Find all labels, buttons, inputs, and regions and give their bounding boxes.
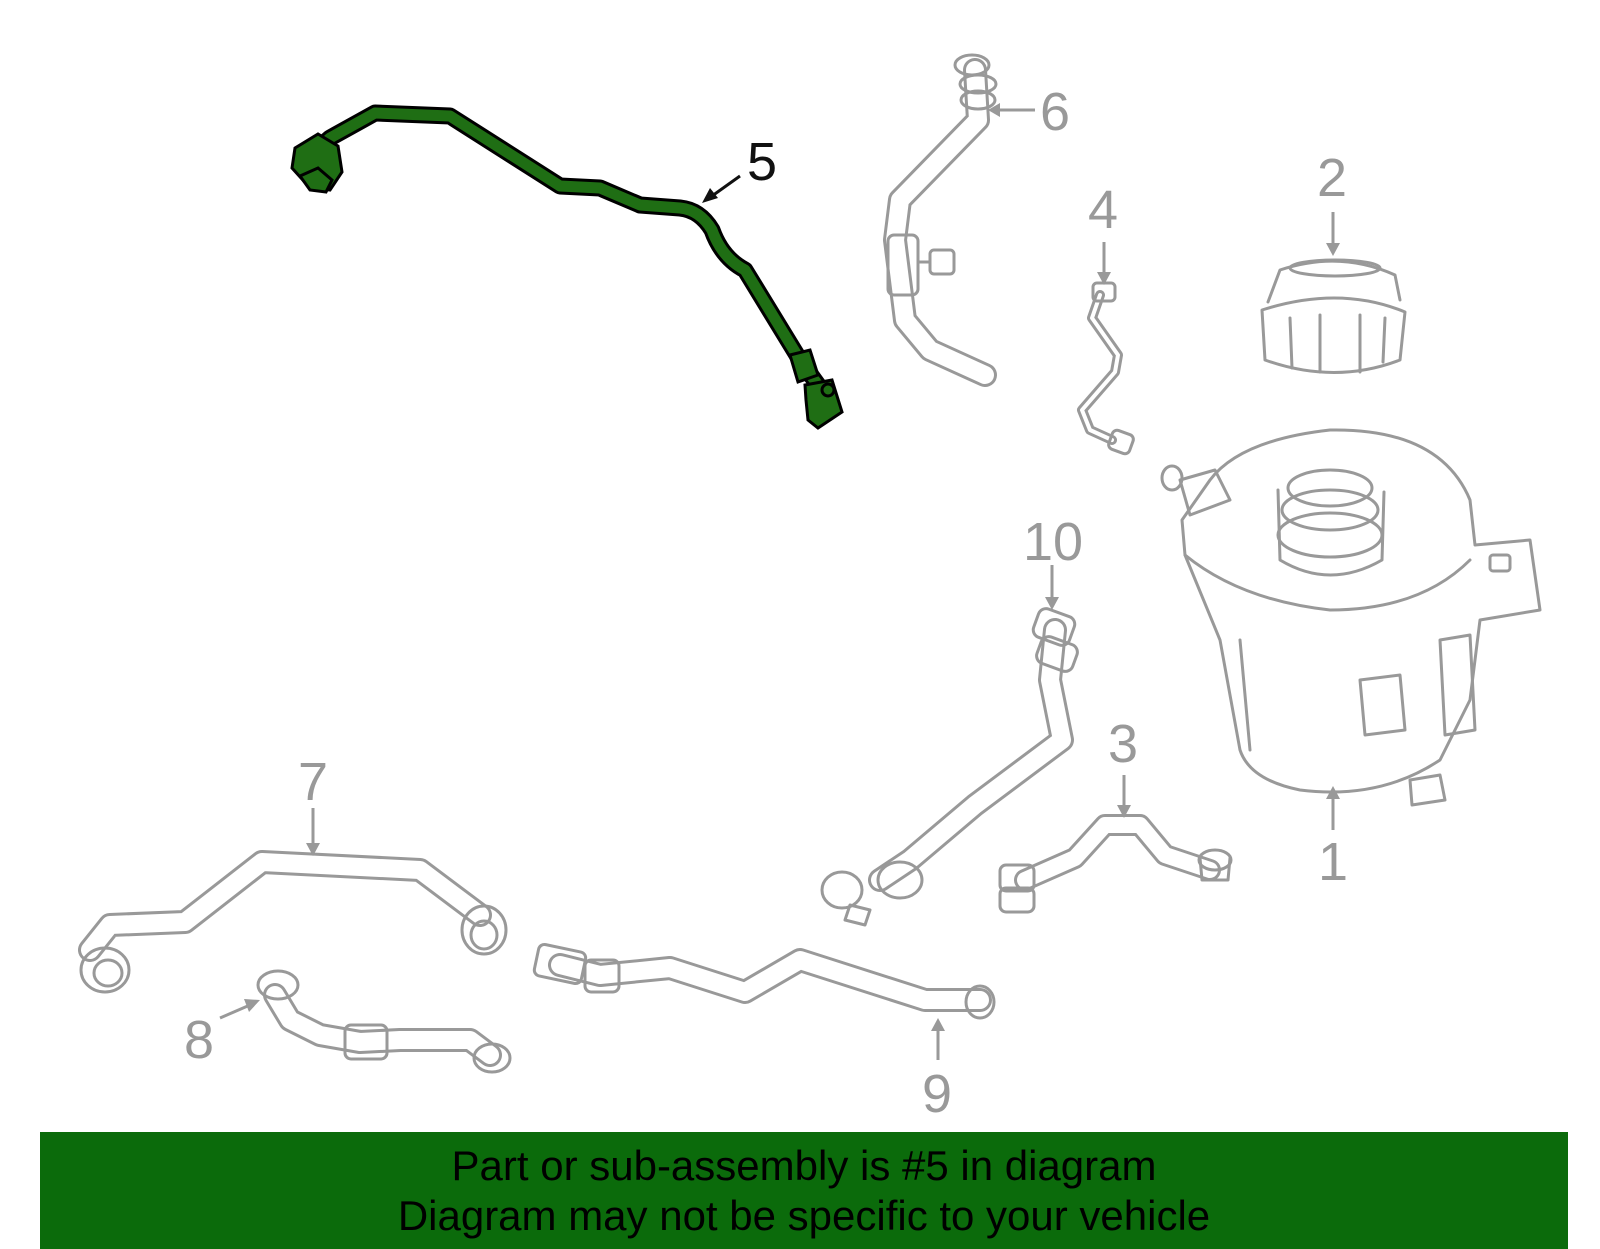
callout-9: 9 xyxy=(922,1064,952,1124)
callout-arrows xyxy=(219,103,1340,1060)
part-5-hose[interactable] xyxy=(290,104,844,430)
callout-3: 3 xyxy=(1108,714,1138,774)
part-6-hose[interactable] xyxy=(883,53,998,387)
callout-5: 5 xyxy=(747,132,777,192)
info-banner: Part or sub-assembly is #5 in diagram Di… xyxy=(40,1132,1568,1249)
callout-6: 6 xyxy=(1040,82,1070,142)
banner-line-disclaimer: Diagram may not be specific to your vehi… xyxy=(397,1191,1211,1239)
callout-1: 1 xyxy=(1318,832,1348,892)
part-2-cap[interactable] xyxy=(1260,258,1407,374)
part-8-hose[interactable] xyxy=(256,969,512,1074)
callout-4: 4 xyxy=(1088,180,1118,240)
banner-line-part: Part or sub-assembly is #5 in diagram xyxy=(451,1141,1157,1189)
callout-2: 2 xyxy=(1317,148,1347,208)
callout-10: 10 xyxy=(1023,512,1083,572)
part-10-hose[interactable] xyxy=(820,606,1080,927)
callout-8: 8 xyxy=(184,1010,214,1070)
part-3-hose[interactable] xyxy=(998,814,1233,914)
part-4-sensor[interactable] xyxy=(1077,281,1135,456)
part-7-hose[interactable] xyxy=(78,850,508,994)
part-1-tank[interactable] xyxy=(1160,428,1542,807)
callout-7: 7 xyxy=(298,752,328,812)
part-9-hose[interactable] xyxy=(532,942,996,1020)
